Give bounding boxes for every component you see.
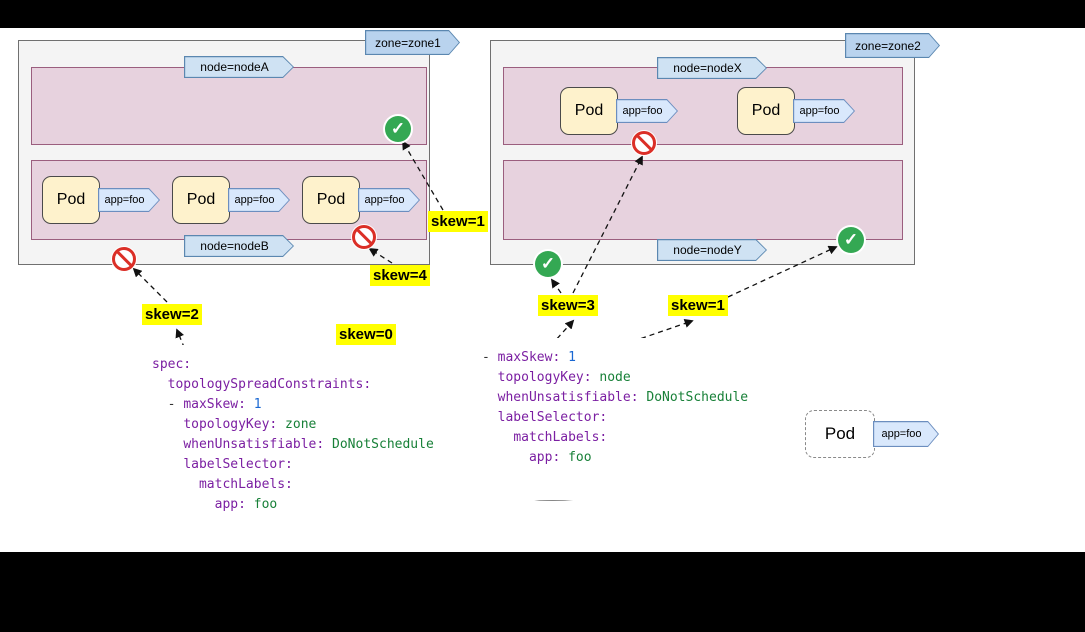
yaml-line: spec: [152,357,192,372]
pod-app-tag: app=foo [616,99,678,123]
pod: Pod [302,176,360,224]
yaml-spec-node-constraint: - maxSkew: 1 topologyKey: node whenUnsat… [470,338,790,500]
node-nodeA-tag: node=nodeA [184,56,294,78]
tag-pennant-fill [874,422,938,446]
pod-app-label: app=foo [364,194,405,206]
zone-zone1: node=nodeA Pod app=foo Pod app=foo Pod a… [18,40,430,265]
zone-zone2: node=nodeX Pod app=foo Pod app=foo node=… [490,40,915,265]
tag-pennant-fill [185,57,293,77]
skew-label: skew=2 [142,304,202,325]
pod-app-label: app=foo [234,194,275,206]
node-nodeA-label: node=nodeA [200,60,269,74]
node-nodeY-label: node=nodeY [673,243,742,257]
node-nodeX-tag: node=nodeX [657,57,767,79]
check-icon: ✓ [838,227,864,253]
tag-pennant-fill [617,100,677,122]
skew-label: skew=1 [428,211,488,232]
tag-pennant-fill [366,31,459,54]
yaml-line: app: foo [214,497,278,512]
node-nodeA: node=nodeA [31,67,427,145]
tag-pennant-fill [185,236,293,256]
zone-zone2-label: zone=zone2 [855,38,921,53]
yaml-line: app: foo [528,450,592,465]
yaml-spec-zone-constraint: spec: topologySpreadConstraints: - maxSk… [140,345,465,551]
yaml-line: labelSelector: [183,457,293,472]
skew-label: skew=4 [370,265,430,286]
node-nodeX: node=nodeX Pod app=foo Pod app=foo [503,67,903,145]
yaml-line: matchLabels: [198,477,293,492]
pod-app-tag: app=foo [228,188,290,212]
tag-pennant-fill [846,34,939,57]
no-entry-icon [352,225,376,249]
node-nodeB: Pod app=foo Pod app=foo Pod app=foo [31,160,427,240]
yaml-line: labelSelector: [497,410,608,425]
node-nodeX-label: node=nodeX [673,61,742,75]
zone-zone1-label: zone=zone1 [375,35,441,50]
tag-pennant-fill [229,189,289,211]
yaml-line: topologyKey: node [497,370,631,385]
yaml-line: matchLabels: [513,430,608,445]
pod: Pod [172,176,230,224]
pod: Pod [737,87,795,135]
yaml-line: - maxSkew: 1 [482,350,576,365]
incoming-pod-app-tag: app=foo [873,421,939,447]
tag-pennant-fill [99,189,159,211]
skew-label: skew=3 [538,295,598,316]
incoming-pod: Pod [805,410,875,458]
pod: Pod [42,176,100,224]
node-nodeY-tag: node=nodeY [657,239,767,261]
yaml-line: topologySpreadConstraints: [167,377,372,392]
yaml-line: - maxSkew: 1 [152,397,262,412]
pod-app-tag: app=foo [793,99,855,123]
node-nodeB-tag: node=nodeB [184,235,294,257]
zone-zone2-tag: zone=zone2 [845,33,940,58]
no-entry-icon [112,247,136,271]
pod-app-label: app=foo [799,105,840,117]
skew-label: skew=0 [336,324,396,345]
pod-app-label: app=foo [104,194,145,206]
skew-label: skew=1 [668,295,728,316]
incoming-pod-app-label: app=foo [881,428,922,440]
pod-app-label: app=foo [622,105,663,117]
zone-zone1-tag: zone=zone1 [365,30,460,55]
pod-app-tag: app=foo [358,188,420,212]
yaml-line: whenUnsatisfiable: DoNotSchedule [497,390,749,405]
node-nodeY: node=nodeY [503,160,903,240]
check-icon: ✓ [535,251,561,277]
check-icon: ✓ [385,116,411,142]
tag-pennant-fill [658,58,766,78]
pod: Pod [560,87,618,135]
yaml-line: whenUnsatisfiable: DoNotSchedule [183,437,434,452]
node-nodeB-label: node=nodeB [200,239,269,253]
no-entry-icon [632,131,656,155]
tag-pennant-fill [794,100,854,122]
pod-app-tag: app=foo [98,188,160,212]
yaml-line: topologyKey: zone [183,417,317,432]
